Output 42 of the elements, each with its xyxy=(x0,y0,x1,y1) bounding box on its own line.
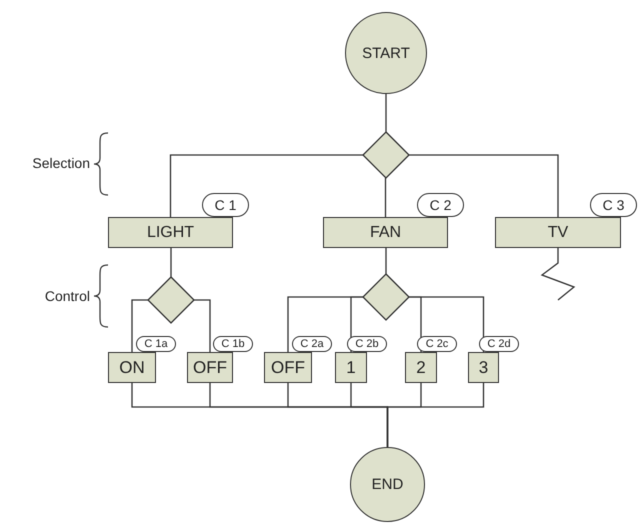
group-label: Control xyxy=(44,288,90,304)
callout-tag: C 1b xyxy=(213,336,253,352)
connector-line xyxy=(409,296,484,352)
process-box xyxy=(264,352,312,383)
option-label: FAN xyxy=(370,224,402,242)
connector-line xyxy=(385,248,387,274)
process-box xyxy=(108,352,156,383)
option-label: TV xyxy=(548,224,568,242)
option-label: 1 xyxy=(346,358,356,378)
process-box xyxy=(405,352,437,383)
callout-tag: C 2c xyxy=(417,336,457,352)
connector-line xyxy=(170,154,363,217)
process-box xyxy=(108,217,233,248)
option-label: LIGHT xyxy=(146,224,194,242)
connector-line xyxy=(409,154,559,217)
option-label: 3 xyxy=(478,358,488,378)
zigzag-line xyxy=(540,248,576,300)
group-label: Selection xyxy=(32,155,90,171)
connector-line xyxy=(194,299,211,352)
terminal-label: END xyxy=(372,476,404,493)
connector-line xyxy=(170,248,172,277)
option-label: 2 xyxy=(416,358,426,378)
process-box xyxy=(495,217,621,248)
process-box xyxy=(335,352,367,383)
connector-line xyxy=(386,383,484,447)
connector-line xyxy=(131,299,148,352)
process-box xyxy=(323,217,448,248)
callout-tag: C 3 xyxy=(590,193,637,217)
callout-tag: C 2b xyxy=(347,336,387,352)
callout-tag: C 2a xyxy=(292,336,332,352)
callout-tag: C 1 xyxy=(202,193,249,217)
callout-tag: C 1a xyxy=(136,336,176,352)
process-box xyxy=(468,352,499,383)
option-label: OFF xyxy=(193,358,227,378)
connector-line xyxy=(385,94,387,132)
connector-line xyxy=(384,178,386,217)
option-label: OFF xyxy=(271,358,305,378)
callout-tag: C 2d xyxy=(479,336,519,352)
process-box xyxy=(187,352,233,383)
callout-tag: C 2 xyxy=(417,193,464,217)
terminal-label: START xyxy=(362,44,410,62)
option-label: ON xyxy=(119,358,145,378)
